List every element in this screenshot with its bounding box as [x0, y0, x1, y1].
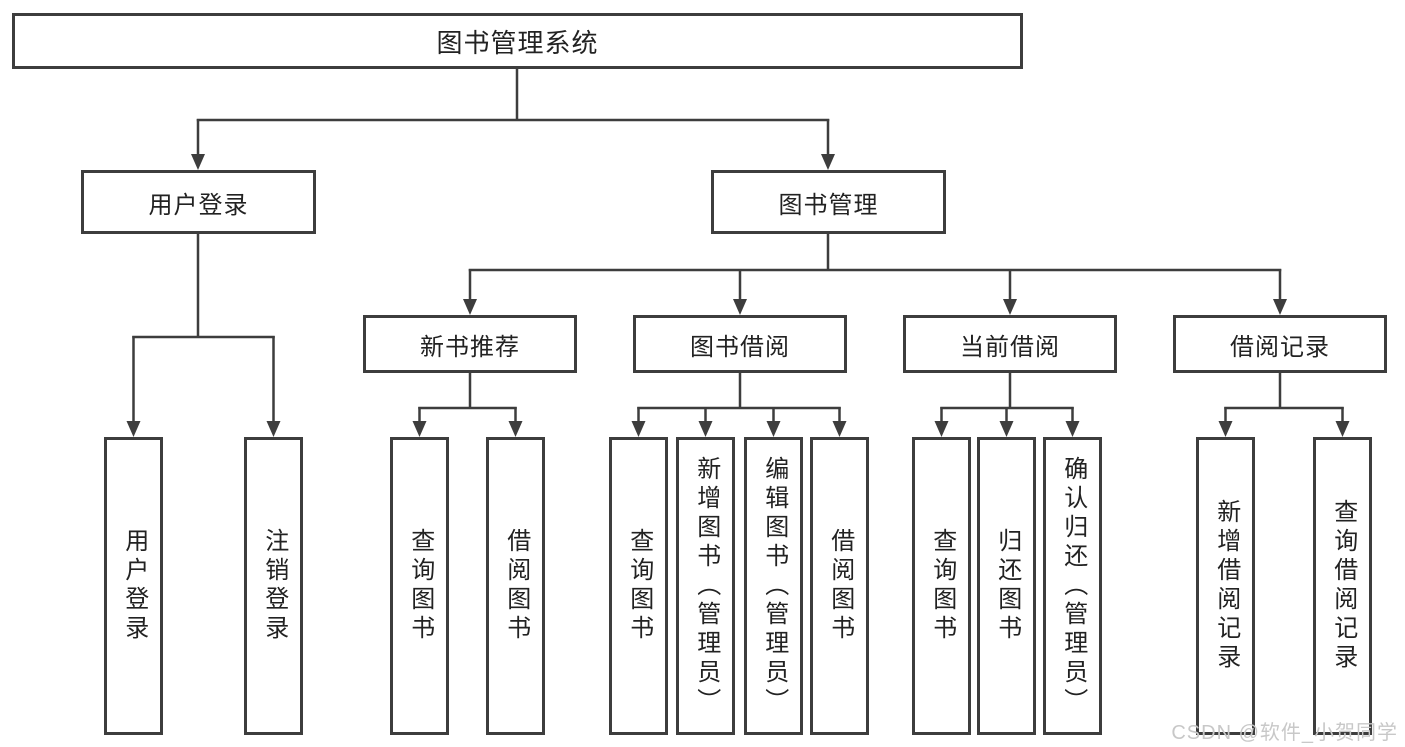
node-label: 当前借阅: [960, 333, 1060, 361]
node-borrowing-records: 借阅记录: [1173, 315, 1387, 373]
leaf-label: 用户登录: [120, 528, 148, 644]
leaf-add-books-admin: 新增图书（管理员）: [676, 437, 735, 735]
node-book-borrowing: 图书借阅: [633, 315, 847, 373]
leaf-label: 编辑图书（管理员）: [760, 455, 788, 717]
leaf-query-books-borrow: 查询图书: [609, 437, 668, 735]
leaf-query-borrow-record: 查询借阅记录: [1313, 437, 1372, 735]
leaf-confirm-return-admin: 确认归还（管理员）: [1043, 437, 1102, 735]
leaf-label: 查询图书: [625, 528, 653, 644]
leaf-label: 新增借阅记录: [1212, 499, 1240, 673]
connector-new-book-children: [412, 372, 523, 437]
node-label: 图书管理系统: [436, 27, 599, 58]
leaf-logout: 注销登录: [244, 437, 303, 735]
connector-book-mgmt-children: [463, 233, 1287, 315]
csdn-watermark: CSDN @软件_小贺同学: [1171, 722, 1398, 744]
node-label: 用户登录: [148, 191, 249, 219]
node-current-borrowing: 当前借阅: [903, 315, 1117, 373]
leaf-label: 借阅图书: [826, 528, 854, 644]
leaf-label: 借阅图书: [502, 528, 530, 644]
node-label: 借阅记录: [1230, 333, 1330, 361]
leaf-query-books-current: 查询图书: [912, 437, 971, 735]
node-label: 新书推荐: [420, 333, 520, 361]
node-label: 图书管理: [778, 191, 879, 219]
leaf-query-books-recommend: 查询图书: [390, 437, 449, 735]
leaf-label: 查询图书: [406, 528, 434, 644]
node-user-login: 用户登录: [81, 170, 316, 234]
leaf-label: 新增图书（管理员）: [692, 455, 720, 717]
leaf-add-borrow-record: 新增借阅记录: [1196, 437, 1255, 735]
connector-root-to-level2: [191, 68, 835, 170]
leaf-borrow-books: 借阅图书: [810, 437, 869, 735]
leaf-label: 查询借阅记录: [1329, 499, 1357, 673]
connector-book-borrow-children: [631, 372, 847, 437]
connector-current-borrow-children: [934, 372, 1080, 437]
node-label: 图书借阅: [690, 333, 790, 361]
connector-borrow-records-children: [1218, 372, 1350, 437]
connector-user-login-children: [126, 233, 281, 437]
leaf-label: 确认归还（管理员）: [1059, 455, 1087, 717]
leaf-user-login: 用户登录: [104, 437, 163, 735]
leaf-label: 归还图书: [993, 528, 1021, 644]
leaf-borrow-books-recommend: 借阅图书: [486, 437, 545, 735]
node-library-management-system: 图书管理系统: [12, 13, 1023, 69]
leaf-label: 注销登录: [260, 528, 288, 644]
leaf-label: 查询图书: [928, 528, 956, 644]
leaf-edit-books-admin: 编辑图书（管理员）: [744, 437, 803, 735]
node-book-management: 图书管理: [711, 170, 946, 234]
leaf-return-books: 归还图书: [977, 437, 1036, 735]
node-new-book-recommendation: 新书推荐: [363, 315, 577, 373]
